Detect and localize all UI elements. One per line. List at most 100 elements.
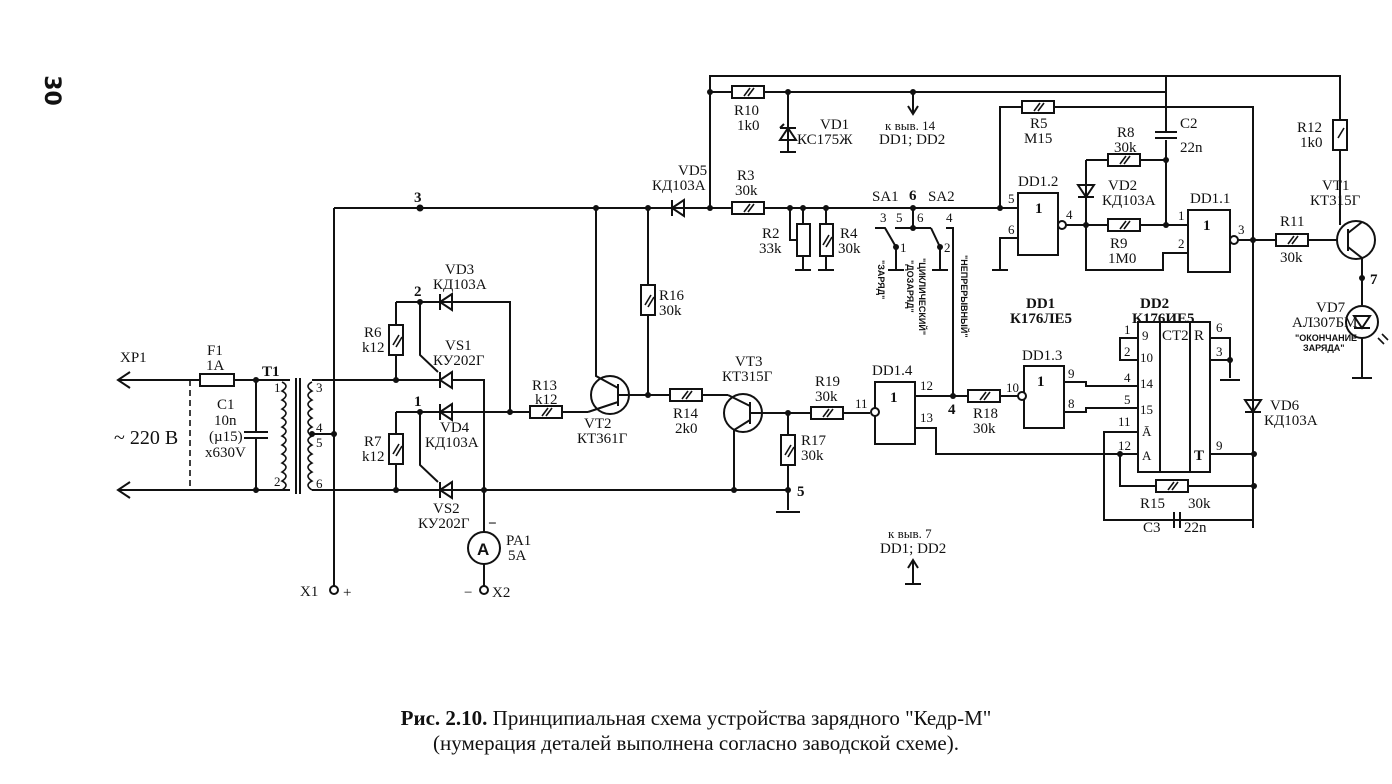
terminal-x2[interactable]: − X2 xyxy=(464,585,510,601)
dd2-in-9: 9 xyxy=(1142,328,1149,343)
vd4-ref: VD4 xyxy=(440,420,470,436)
ground-note: к выв. 7 DD1; DD2 xyxy=(880,526,946,585)
vs2-value: КУ202Г xyxy=(418,516,470,532)
sa1-pin-5: 5 xyxy=(896,210,903,225)
dd2-r: R xyxy=(1194,328,1204,344)
dd2-t: T xyxy=(1194,448,1204,464)
r5-value: M15 xyxy=(1024,131,1052,147)
figure-caption: Рис. 2.10. Принципиальная схема устройст… xyxy=(0,706,1392,756)
terminal-x1[interactable]: X1 + xyxy=(300,584,351,601)
sa2-pin-2: 2 xyxy=(944,240,951,255)
dd2-pin-12: 12 xyxy=(1118,438,1131,453)
mode-continuous-label: "НЕПРЕРЫВНЫЙ" xyxy=(959,255,970,338)
dd1-1-pin-1: 1 xyxy=(1178,208,1185,223)
r19-value: 30k xyxy=(815,389,838,405)
sa1-ref: SA1 xyxy=(872,189,899,205)
vt1-value: КТ315Г xyxy=(1310,193,1361,209)
c3-ref: C3 xyxy=(1143,520,1161,536)
dd1-3-ref: DD1.3 xyxy=(1022,348,1062,364)
dd2-in-15: 15 xyxy=(1140,402,1153,417)
gnd-note-line1: к выв. 7 xyxy=(888,526,932,541)
mode-switches[interactable]: SA1 SA2 6 3 5 1 6 4 2 "ЗАРЯД" "ДОЗАРЯД" … xyxy=(872,188,970,396)
r19-ref: R19 xyxy=(815,374,840,390)
indicator-section: R11 30k R12 1k0 VT1 КТ315Г 7 VD7 АЛ307БМ… xyxy=(1275,119,1389,379)
t1-pin-4: 4 xyxy=(316,420,323,435)
t1-pin-3: 3 xyxy=(316,380,323,395)
vcc-note-line2: DD1; DD2 xyxy=(879,132,945,148)
dd2-pin-1: 1 xyxy=(1124,322,1131,337)
vt3-value: КТ315Г xyxy=(722,369,773,385)
vd5-ref: VD5 xyxy=(678,163,707,179)
figure-number: Рис. 2.10. xyxy=(400,706,488,730)
x1-label: X1 xyxy=(300,584,318,600)
vd3-value: КД103А xyxy=(433,277,487,293)
dd1-3-pin-9: 9 xyxy=(1068,366,1075,381)
vs1-value: КУ202Г xyxy=(433,353,485,369)
x2-polarity: − xyxy=(464,585,472,601)
dd1-value: К176ЛЕ5 xyxy=(1010,311,1072,327)
r12-ref: R12 xyxy=(1297,120,1322,136)
t1-pin-6: 6 xyxy=(316,476,323,491)
vd7-note-line2: ЗАРЯДА" xyxy=(1303,343,1345,353)
r12-value: 1k0 xyxy=(1300,135,1323,151)
c1-alt-value: (µ15) xyxy=(209,429,243,445)
r2-ref: R2 xyxy=(762,226,780,242)
c2-ref: C2 xyxy=(1180,116,1198,132)
mode-charge-label: "ЗАРЯД" xyxy=(876,260,886,299)
r16-ref: R16 xyxy=(659,288,685,304)
diode-vd6: VD6 КД103А xyxy=(1243,398,1318,429)
dd1-4-pin-11: 11 xyxy=(855,396,868,411)
vd3-ref: VD3 xyxy=(445,262,474,278)
gnd-note-line2: DD1; DD2 xyxy=(880,541,946,557)
t1-pin-5: 5 xyxy=(316,435,323,450)
ammeter-pa1: A − PA1 5A xyxy=(467,516,531,586)
dd1-2-pin-6: 6 xyxy=(1008,222,1015,237)
caption-line-1: Принципиальная схема устройства зарядног… xyxy=(492,706,992,730)
r5-ref: R5 xyxy=(1030,116,1048,132)
r6-ref: R6 xyxy=(364,325,382,341)
f1-ref: F1 xyxy=(207,343,223,359)
vd7-ref: VD7 xyxy=(1316,300,1346,316)
c1-value: 10n xyxy=(214,413,237,429)
thyristor-section: 2 1 VD3 КД103А VS1 КУ202Г R6 k12 VD4 КД1… xyxy=(362,262,513,532)
vt1-ref: VT1 xyxy=(1322,178,1350,194)
vcc-note-line1: к выв. 14 xyxy=(885,118,936,133)
dd1-4-pin-13: 13 xyxy=(920,410,933,425)
c3-value: 22n xyxy=(1184,520,1207,536)
r16-value: 30k xyxy=(659,303,682,319)
vd5-r10-vd1: VD5 КД103А R10 1k0 VD1 КС175Ж к выв. 14 … xyxy=(652,75,1341,271)
node-5-label: 5 xyxy=(797,484,805,500)
vd4-value: КД103А xyxy=(425,435,479,451)
c1-ref: C1 xyxy=(217,397,235,413)
dd1-2-pin-4: 4 xyxy=(1066,207,1073,222)
dd2-ref: DD2 xyxy=(1140,296,1169,312)
r2-value: 33k xyxy=(759,241,782,257)
r4-ref: R4 xyxy=(840,226,858,242)
r3-value: 30k xyxy=(735,183,758,199)
vt2-value: КТ361Г xyxy=(577,431,628,447)
r18-ref: R18 xyxy=(973,406,998,422)
vd6-value: КД103А xyxy=(1264,413,1318,429)
dd1-2-symbol: 1 xyxy=(1035,201,1043,217)
r10-ref: R10 xyxy=(734,103,759,119)
pa1-value: 5A xyxy=(508,548,527,564)
r17-value: 30k xyxy=(801,448,824,464)
t1-ref: T1 xyxy=(262,364,280,380)
mains-voltage-label: ~ 220 В xyxy=(114,427,178,449)
dd2-in-abar: Ā xyxy=(1142,424,1152,439)
vt2-stage: R13 k12 VT2 КТ361Г R16 30k R14 2k0 xyxy=(510,205,728,447)
sa2-ref: SA2 xyxy=(928,189,955,205)
vd2-value: КД103А xyxy=(1102,193,1156,209)
node-1-label: 1 xyxy=(414,394,422,410)
t1-pin-1: 1 xyxy=(274,380,281,395)
r11-value: 30k xyxy=(1280,250,1303,266)
caption-line-2: (нумерация деталей выполнена согласно за… xyxy=(433,731,959,755)
sa1-pin-1: 1 xyxy=(900,240,907,255)
counter-dd2: CT2 R T 9 10 14 15 Ā A 1 2 4 5 11 12 6 3… xyxy=(1103,296,1257,536)
gate-dd1-4: 1 DD1.4 11 12 13 4 R18 30k xyxy=(855,363,1120,455)
c1-rating: x630V xyxy=(205,445,246,461)
pa1-minus: − xyxy=(488,516,497,532)
dd2-pin-3: 3 xyxy=(1216,344,1223,359)
dd2-in-14: 14 xyxy=(1140,376,1154,391)
r9-ref: R9 xyxy=(1110,236,1128,252)
